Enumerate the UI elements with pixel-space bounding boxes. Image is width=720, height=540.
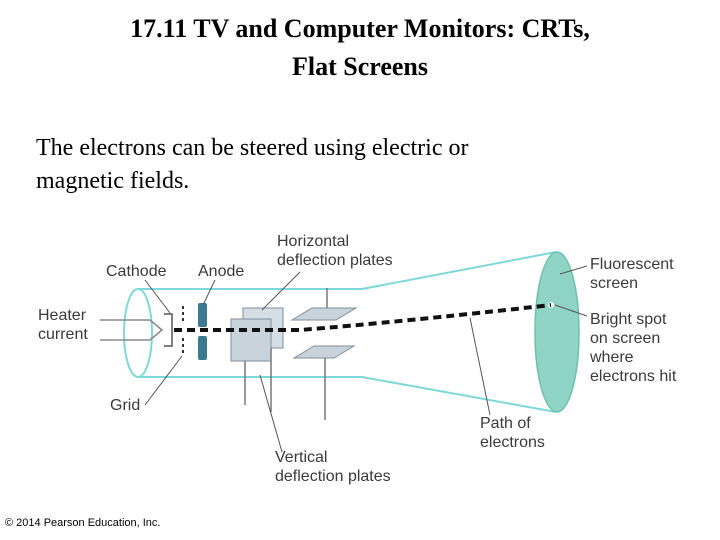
body-line-1: The electrons can be steered using elect… [36,135,469,161]
horizontal-plate-top [290,307,358,321]
copyright-notice: © 2014 Pearson Education, Inc. [5,517,161,529]
electron-beam [174,303,552,332]
label-anode: Anode [198,263,245,280]
label-heater-current: Heater current [38,307,88,343]
label-fluorescent-screen: Fluorescent screen [590,256,674,292]
body-text: The electrons can be steered using elect… [36,132,676,198]
label-bright-spot: Bright spot on screen where electrons hi… [590,311,677,385]
cathode [164,313,173,347]
label-horizontal-deflection-plates: Horizontal deflection plates [277,233,393,269]
tube-outline [138,251,557,413]
title-line-1: 17.11 TV and Computer Monitors: CRTs, [130,14,590,43]
anode-upper [198,303,207,327]
body-line-2: magnetic fields. [36,168,190,194]
vertical-plate-front [230,318,272,362]
fluorescent-screen [534,251,580,413]
label-cathode: Cathode [106,263,167,280]
label-path-of-electrons: Path of electrons [480,415,545,451]
label-vertical-deflection-plates: Vertical deflection plates [275,449,391,485]
horizontal-plate-bottom [292,345,356,359]
title-line-2: Flat Screens [292,52,428,81]
tube-neck-end [123,288,153,378]
anode-lower [198,336,207,360]
slide-title: 17.11 TV and Computer Monitors: CRTs, Fl… [0,10,720,86]
leader-lines [144,265,588,453]
label-grid: Grid [110,397,141,414]
heater-wires [100,319,164,341]
